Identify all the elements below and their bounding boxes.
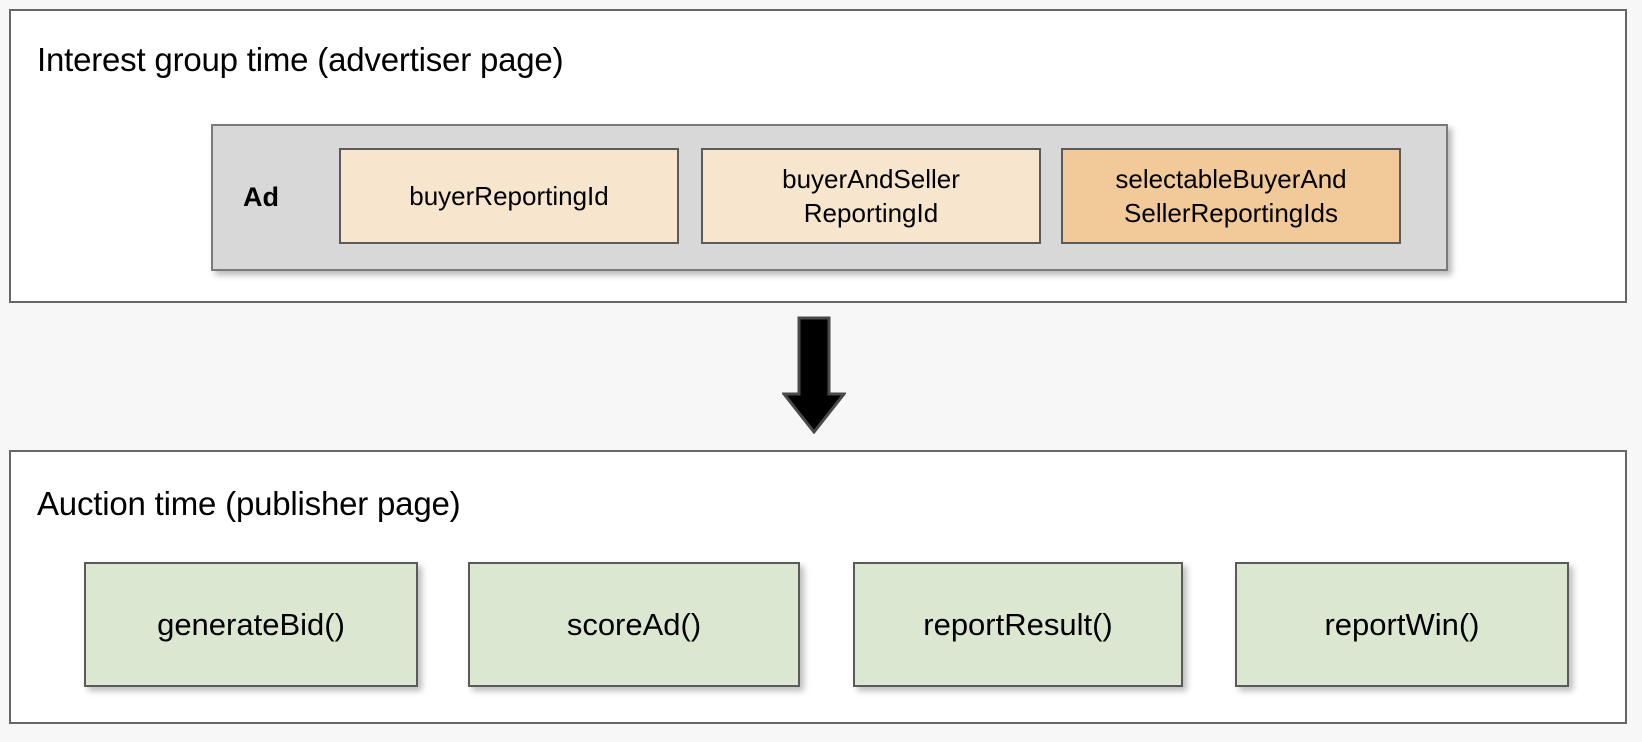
- ad-label: Ad: [243, 182, 279, 212]
- box-report-result: reportResult(): [853, 562, 1183, 687]
- section-title-advertiser: Interest group time (advertiser page): [37, 41, 564, 78]
- down-arrow-icon: [782, 316, 846, 434]
- box-selectable-buyer-and-seller-reporting-ids-label: selectableBuyerAnd SellerReportingIds: [1115, 162, 1346, 230]
- section-publisher-page: Auction time (publisher page) generateBi…: [9, 450, 1627, 724]
- box-score-ad-label: scoreAd(): [566, 606, 702, 642]
- box-report-result-label: reportResult(): [923, 606, 1113, 642]
- label-line-2: ReportingId: [803, 198, 939, 228]
- section-title-publisher: Auction time (publisher page): [37, 485, 461, 522]
- ad-container: Ad buyerReportingId buyerAndSeller Repor…: [211, 124, 1448, 271]
- box-generate-bid-label: generateBid(): [157, 606, 345, 642]
- box-selectable-buyer-and-seller-reporting-ids: selectableBuyerAnd SellerReportingIds: [1061, 148, 1401, 244]
- box-buyer-and-seller-reporting-id-label: buyerAndSeller ReportingId: [782, 162, 960, 230]
- box-buyer-and-seller-reporting-id: buyerAndSeller ReportingId: [701, 148, 1041, 244]
- box-report-win-label: reportWin(): [1324, 606, 1480, 642]
- label-line-2: SellerReportingIds: [1124, 198, 1338, 228]
- label-line-1: buyerAndSeller: [782, 164, 960, 194]
- box-buyer-reporting-id: buyerReportingId: [339, 148, 679, 244]
- box-score-ad: scoreAd(): [468, 562, 800, 687]
- label-line-1: selectableBuyerAnd: [1115, 164, 1347, 194]
- box-buyer-reporting-id-label: buyerReportingId: [409, 181, 609, 211]
- box-generate-bid: generateBid(): [84, 562, 418, 687]
- box-report-win: reportWin(): [1235, 562, 1569, 687]
- section-advertiser-page: Interest group time (advertiser page) Ad…: [9, 9, 1627, 303]
